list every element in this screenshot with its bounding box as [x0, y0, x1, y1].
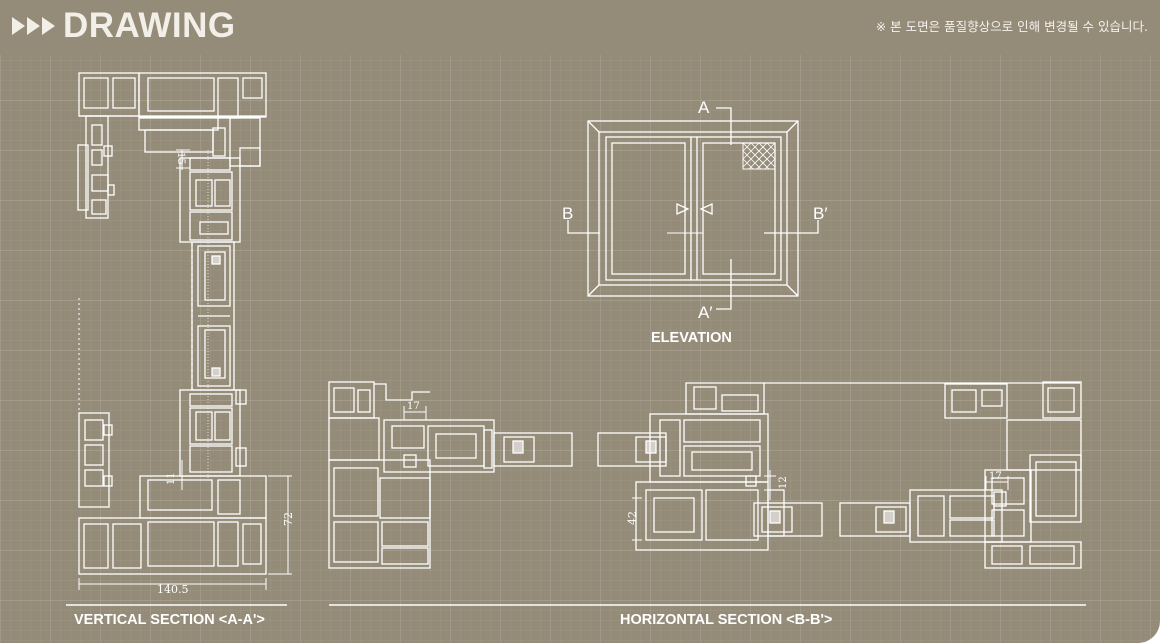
label-a: A	[698, 98, 710, 117]
horizontal-section	[66, 381, 1086, 606]
section-header: DRAWING	[12, 6, 236, 46]
label-a-prime: A′	[698, 303, 713, 322]
vertical-section	[77, 72, 292, 590]
triple-arrow-icon	[12, 17, 55, 35]
caption-horizontal-section: HORIZONTAL SECTION <B-B'>	[620, 612, 833, 628]
dim-17-right: 17	[989, 471, 1002, 482]
dim-72: 72	[282, 512, 295, 526]
caption-vertical-section: VERTICAL SECTION <A-A'>	[74, 612, 265, 628]
disclaimer-note: ※ 본 도면은 품질향상으로 인해 변경될 수 있습니다.	[875, 19, 1148, 34]
dim-42: 42	[626, 511, 639, 525]
dim-15: 15	[175, 152, 186, 165]
dim-12: 12	[778, 476, 789, 489]
dim-11: 11	[166, 472, 177, 485]
label-b: B	[562, 204, 573, 223]
caption-elevation: ELEVATION	[651, 330, 732, 346]
label-b-prime: B′	[813, 204, 828, 223]
dim-17-left: 17	[407, 401, 420, 412]
elevation-view	[567, 107, 819, 310]
dim-140-5: 140.5	[157, 583, 189, 596]
section-title: DRAWING	[63, 6, 236, 45]
